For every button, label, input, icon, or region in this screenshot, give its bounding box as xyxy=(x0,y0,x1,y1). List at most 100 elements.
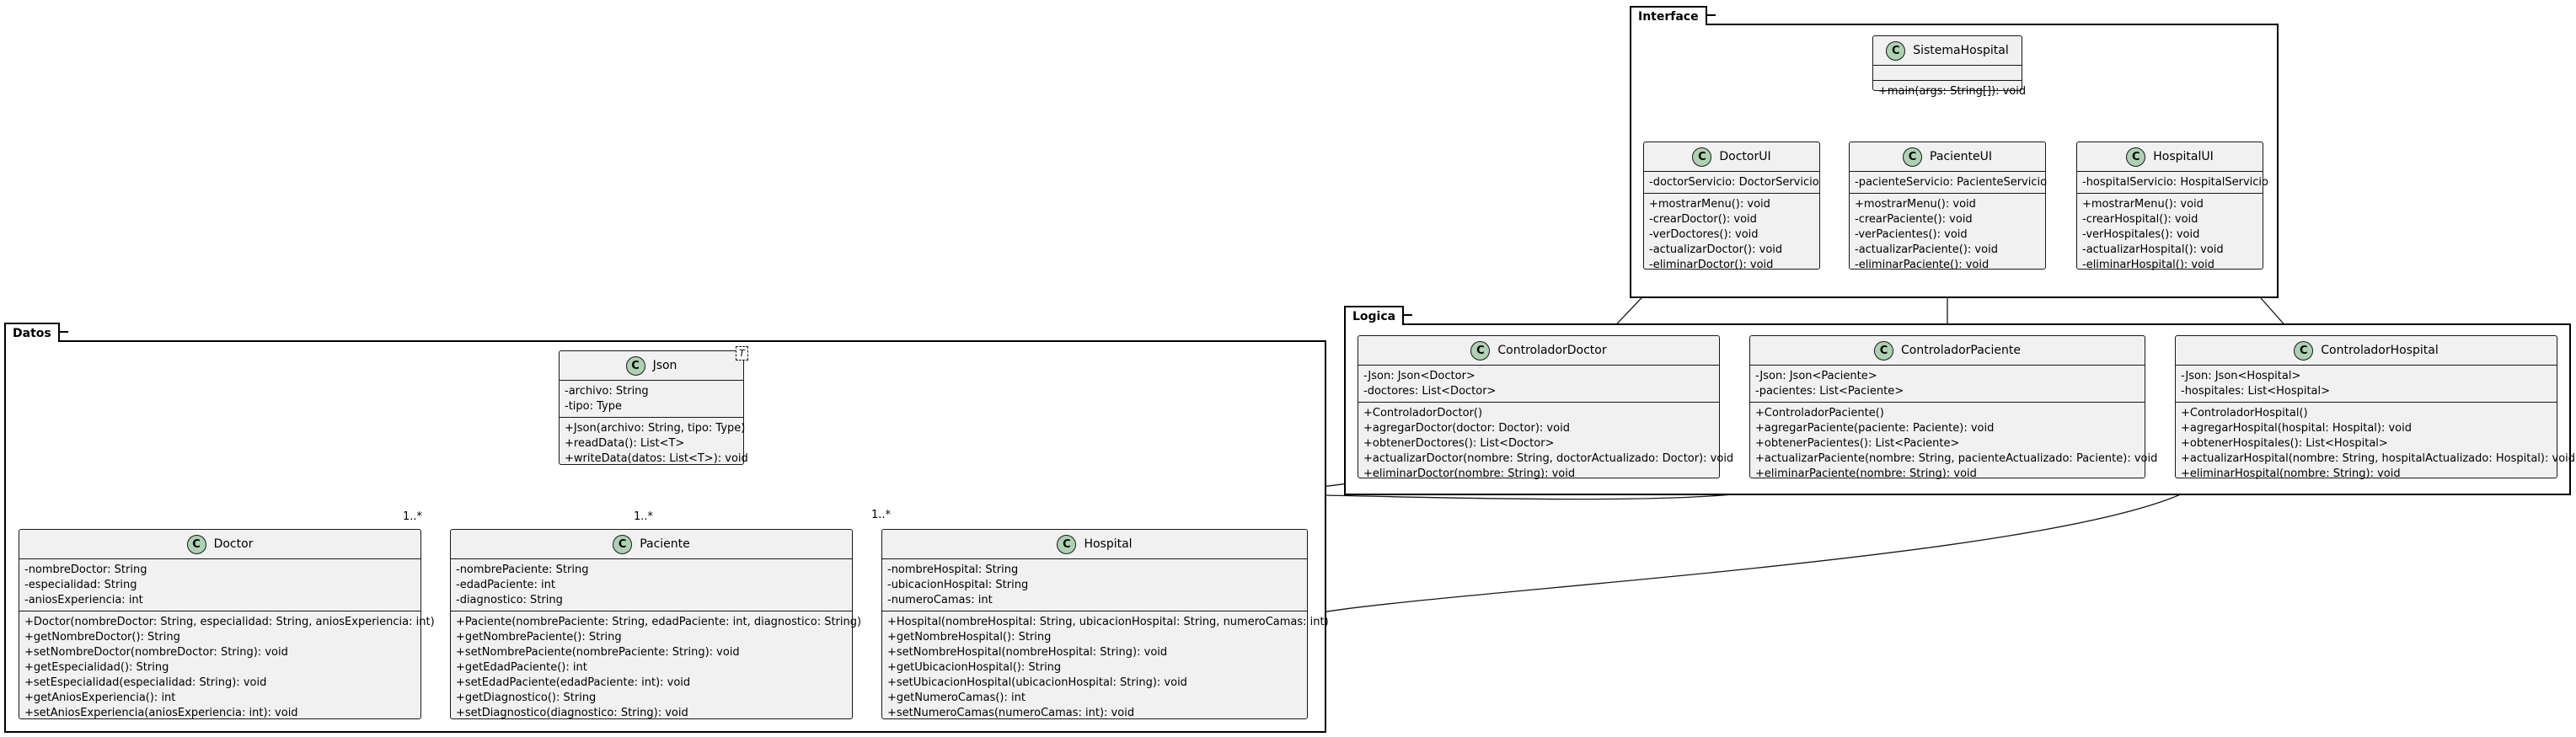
class-name: ControladorDoctor xyxy=(1497,344,1607,357)
method: +getAniosExperiencia(): int xyxy=(24,692,176,704)
method: +getUbicacionHospital(): String xyxy=(887,661,1062,674)
method: +ControladorPaciente() xyxy=(1755,407,1884,419)
method: -verDoctores(): void xyxy=(1649,228,1759,241)
class-name: PacienteUI xyxy=(1930,150,1992,163)
class-pacienteui[interactable]: C PacienteUI -pacienteServicio: PacienteS… xyxy=(1849,142,2048,271)
class-paciente[interactable]: C Paciente -nombrePaciente: String -edadP… xyxy=(450,529,862,719)
method: +getNombreHospital(): String xyxy=(887,631,1052,644)
attribute: -diagnostico: String xyxy=(456,594,563,606)
class-icon: C xyxy=(1470,340,1491,360)
class-name: Doctor xyxy=(213,537,254,551)
methods-section: +mostrarMenu(): void -crearHospital(): v… xyxy=(2077,193,2263,275)
method: +obtenerDoctores(): List<Doctor> xyxy=(1363,437,1555,450)
method: +eliminarPaciente(nombre: String): void xyxy=(1755,467,1977,480)
class-icon: C xyxy=(1903,147,1923,167)
method: +setNombrePaciente(nombrePaciente: Strin… xyxy=(456,646,740,659)
method: +setNombreDoctor(nombreDoctor: String): … xyxy=(24,646,288,659)
method: +getEdadPaciente(): int xyxy=(456,661,587,674)
class-name: ControladorHospital xyxy=(2321,344,2439,357)
method: +obtenerPacientes(): List<Paciente> xyxy=(1755,437,1960,450)
attribute: -doctorServicio: DoctorServicio xyxy=(1649,176,1819,189)
multiplicity-paciente: 1..* xyxy=(634,510,654,523)
generic-type-parameter: T xyxy=(736,346,748,360)
class-icon: C xyxy=(2294,340,2314,360)
method: +actualizarHospital(nombre: String, hosp… xyxy=(2181,452,2576,465)
attribute: -ubicacionHospital: String xyxy=(887,579,1029,591)
method: +setUbicacionHospital(ubicacionHospital:… xyxy=(887,676,1187,689)
multiplicity-hospital: 1..* xyxy=(871,509,892,521)
method: -eliminarHospital(): void xyxy=(2082,259,2215,271)
attributes-section: -Json: Json<Paciente> -pacientes: List<P… xyxy=(1750,365,2145,402)
attribute: -pacientes: List<Paciente> xyxy=(1755,385,1904,398)
class-name: ControladorPaciente xyxy=(1901,344,2021,357)
methods-section: +main(args: String[]): void xyxy=(1873,80,2027,102)
method: +main(args: String[]): void xyxy=(1878,85,2027,98)
class-controladordoctor[interactable]: C ControladorDoctor -Json: Json<Doctor> -… xyxy=(1358,335,1733,480)
method: -crearPaciente(): void xyxy=(1855,213,1973,226)
method: +setEdadPaciente(edadPaciente: int): voi… xyxy=(456,676,691,689)
method: +ControladorDoctor() xyxy=(1363,407,1483,419)
class-icon: C xyxy=(1886,40,1906,61)
method: +Paciente(nombrePaciente: String, edadPa… xyxy=(456,616,862,628)
methods-section: +ControladorDoctor() +agregarDoctor(doct… xyxy=(1358,402,1734,484)
attributes-section: -nombreHospital: String -ubicacionHospit… xyxy=(882,558,1307,611)
method: +agregarDoctor(doctor: Doctor): void xyxy=(1363,422,1570,435)
class-icon: C xyxy=(1057,534,1077,554)
method: +agregarPaciente(paciente: Paciente): vo… xyxy=(1755,422,1995,435)
method: +actualizarDoctor(nombre: String, doctor… xyxy=(1363,452,1734,465)
attribute: -archivo: String xyxy=(565,385,649,398)
class-controladorhospital[interactable]: C ControladorHospital -Json: Json<Hospita… xyxy=(2175,335,2575,480)
attribute: -nombrePaciente: String xyxy=(456,563,589,576)
method: -eliminarPaciente(): void xyxy=(1855,259,1990,271)
class-icon: C xyxy=(1692,147,1712,167)
attributes-section: -Json: Json<Doctor> -doctores: List<Doct… xyxy=(1358,365,1719,402)
class-doctor[interactable]: C Doctor -nombreDoctor: String -especiali… xyxy=(19,529,435,719)
attribute: -Json: Json<Doctor> xyxy=(1363,370,1475,382)
method: +getEspecialidad(): String xyxy=(24,661,169,674)
attribute: -nombreDoctor: String xyxy=(24,563,147,576)
attribute: -especialidad: String xyxy=(24,579,137,591)
method: +getNombrePaciente(): String xyxy=(456,631,622,644)
method: +readData(): List<T> xyxy=(565,437,685,450)
methods-section: +ControladorPaciente() +agregarPaciente(… xyxy=(1750,402,2158,484)
method: -eliminarDoctor(): void xyxy=(1649,259,1774,271)
method: -actualizarPaciente(): void xyxy=(1855,243,1998,256)
edge-ctrlhospital-hospital xyxy=(1307,478,2209,617)
method: +setEspecialidad(especialidad: String): … xyxy=(24,676,267,689)
class-icon: C xyxy=(613,534,633,554)
attribute: -pacienteServicio: PacienteServicio xyxy=(1855,176,2048,189)
method: +ControladorHospital() xyxy=(2181,407,2308,419)
attribute: -numeroCamas: int xyxy=(887,594,993,606)
methods-section: +Hospital(nombreHospital: String, ubicac… xyxy=(882,611,1329,724)
method: -crearDoctor(): void xyxy=(1649,213,1757,226)
method: +mostrarMenu(): void xyxy=(1855,198,1976,211)
package-datos-label: Datos xyxy=(4,323,68,342)
package-logica-label: Logica xyxy=(1344,306,1413,325)
method: -verPacientes(): void xyxy=(1855,228,1968,241)
method: +mostrarMenu(): void xyxy=(1649,198,1770,211)
attributes-section: -doctorServicio: DoctorServicio xyxy=(1644,171,1819,193)
attribute: -edadPaciente: int xyxy=(456,579,555,591)
method: +actualizarPaciente(nombre: String, paci… xyxy=(1755,452,2158,465)
attributes-section: -Json: Json<Hospital> -hospitales: List<… xyxy=(2176,365,2557,402)
method: +mostrarMenu(): void xyxy=(2082,198,2204,211)
methods-section: +ControladorHospital() +agregarHospital(… xyxy=(2176,402,2576,484)
class-name: Paciente xyxy=(640,537,690,551)
method: +eliminarDoctor(nombre: String): void xyxy=(1363,467,1576,480)
method: +setDiagnostico(diagnostico: String): vo… xyxy=(456,707,688,719)
class-icon: C xyxy=(625,355,645,376)
attribute: -Json: Json<Paciente> xyxy=(1755,370,1877,382)
method: +setAniosExperiencia(aniosExperiencia: i… xyxy=(24,707,298,719)
class-icon: C xyxy=(2126,147,2146,167)
method: +Doctor(nombreDoctor: String, especialid… xyxy=(24,616,435,628)
class-icon: C xyxy=(186,534,206,554)
attributes-section: -archivo: String -tipo: Type xyxy=(560,380,743,417)
method: +eliminarHospital(nombre: String): void xyxy=(2181,467,2401,480)
attribute: -Json: Json<Hospital> xyxy=(2181,370,2301,382)
